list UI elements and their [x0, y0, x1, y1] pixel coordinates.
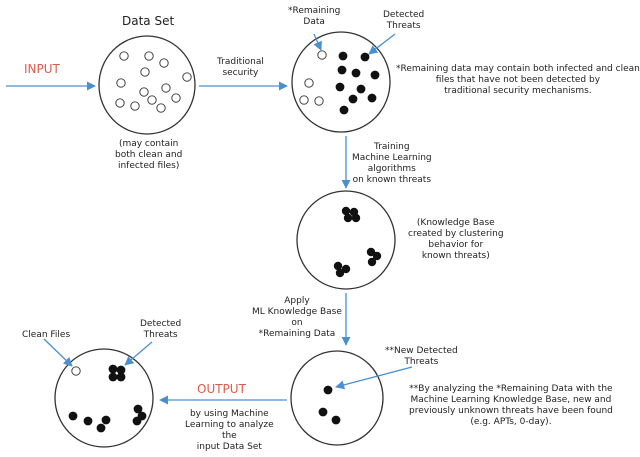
- output-label: OUTPUT: [197, 382, 246, 396]
- threat-dot: [318, 407, 328, 417]
- final-output-circle: [54, 348, 154, 448]
- threat-dot: [337, 65, 347, 75]
- may-contain-label: (may contain both clean and infected fil…: [115, 139, 183, 171]
- threat-dot: [333, 261, 343, 271]
- detected-threats-bottom-pointer: [124, 341, 153, 366]
- threat-dot: [341, 264, 351, 274]
- clean-file-dot: [144, 51, 154, 61]
- clean-file-dot: [171, 93, 181, 103]
- arrows: [6, 33, 413, 405]
- threat-dot: [108, 372, 118, 382]
- threat-dot: [356, 84, 366, 94]
- threat-dot: [351, 68, 361, 78]
- threat-dot: [132, 416, 142, 426]
- new-threats-pointer: [335, 366, 413, 390]
- new-threats-note: **By analyzing the *Remaining Data with …: [409, 384, 613, 427]
- threat-dots: [68, 51, 382, 433]
- threat-dot: [133, 404, 143, 414]
- clean-file-dot: [156, 103, 166, 113]
- clean-file-dot: [304, 78, 314, 88]
- clean-file-dot: [130, 101, 140, 111]
- new-threats-circle: [290, 350, 384, 446]
- circles: [54, 31, 396, 448]
- clean-file-dot: [139, 87, 149, 97]
- new-detected-threats-label: **New Detected Threats: [385, 346, 458, 367]
- detected-threats-pointer: [368, 33, 396, 55]
- threat-dot: [360, 52, 370, 62]
- clean-file-dot: [71, 366, 81, 376]
- threat-dot: [335, 268, 345, 278]
- data-set-circle: [98, 35, 196, 135]
- clean-file-dot: [140, 67, 150, 77]
- threat-dot: [331, 415, 341, 425]
- traditional-security-label: Traditional security: [217, 57, 264, 78]
- by-using-label: by using Machine Learning to analyze the…: [185, 409, 274, 452]
- threat-dot: [68, 411, 78, 421]
- threat-dot: [367, 257, 377, 267]
- apply-label: Apply ML Knowledge Base on *Remaining Da…: [252, 296, 342, 339]
- remaining-data-label: *Remaining Data: [288, 6, 341, 27]
- threat-dot: [339, 105, 349, 115]
- clean-file-dot: [116, 78, 126, 88]
- knowledge-base-circle: [296, 190, 396, 290]
- clean-file-dot: [182, 72, 192, 82]
- threat-dot: [341, 206, 351, 216]
- threat-dot: [108, 364, 118, 374]
- threat-dot: [338, 51, 348, 61]
- threat-dot: [367, 93, 377, 103]
- threat-dot: [348, 94, 358, 104]
- threat-dot: [366, 247, 376, 257]
- threat-dot: [101, 415, 111, 425]
- threat-dot: [116, 365, 126, 375]
- threat-dot: [83, 416, 93, 426]
- threat-dot: [351, 213, 361, 223]
- threat-dot: [335, 82, 345, 92]
- threat-dot: [343, 213, 353, 223]
- clean-file-dots: [71, 50, 327, 376]
- knowledge-base-label: (Knowledge Base created by clustering be…: [408, 218, 504, 261]
- remaining-data-note: *Remaining data may contain both infecte…: [396, 64, 640, 96]
- clean-file-dot: [159, 58, 169, 68]
- clean-file-dot: [317, 50, 327, 60]
- clean-file-dot: [314, 96, 324, 106]
- clean-file-dot: [161, 83, 171, 93]
- data-set-title: Data Set: [122, 14, 175, 28]
- clean-file-dot: [147, 95, 157, 105]
- threat-dot: [96, 423, 106, 433]
- threat-dot: [372, 251, 382, 261]
- threat-dot: [116, 372, 126, 382]
- clean-file-dot: [119, 51, 129, 61]
- clean-file-dot: [115, 98, 125, 108]
- training-label: Training Machine Learning algorithms on …: [352, 142, 432, 185]
- detected-threats-bottom-label: Detected Threats: [140, 319, 182, 340]
- clean-file-dot: [299, 95, 309, 105]
- input-label: INPUT: [24, 62, 60, 76]
- clean-files-pointer: [43, 338, 73, 367]
- threat-dot: [370, 70, 380, 80]
- security-result-circle: [291, 31, 391, 133]
- clean-files-label: Clean Files: [22, 330, 71, 340]
- threat-dot: [323, 385, 333, 395]
- detected-threats-top-label: Detected Threats: [383, 10, 425, 31]
- remaining-data-pointer: [313, 33, 322, 51]
